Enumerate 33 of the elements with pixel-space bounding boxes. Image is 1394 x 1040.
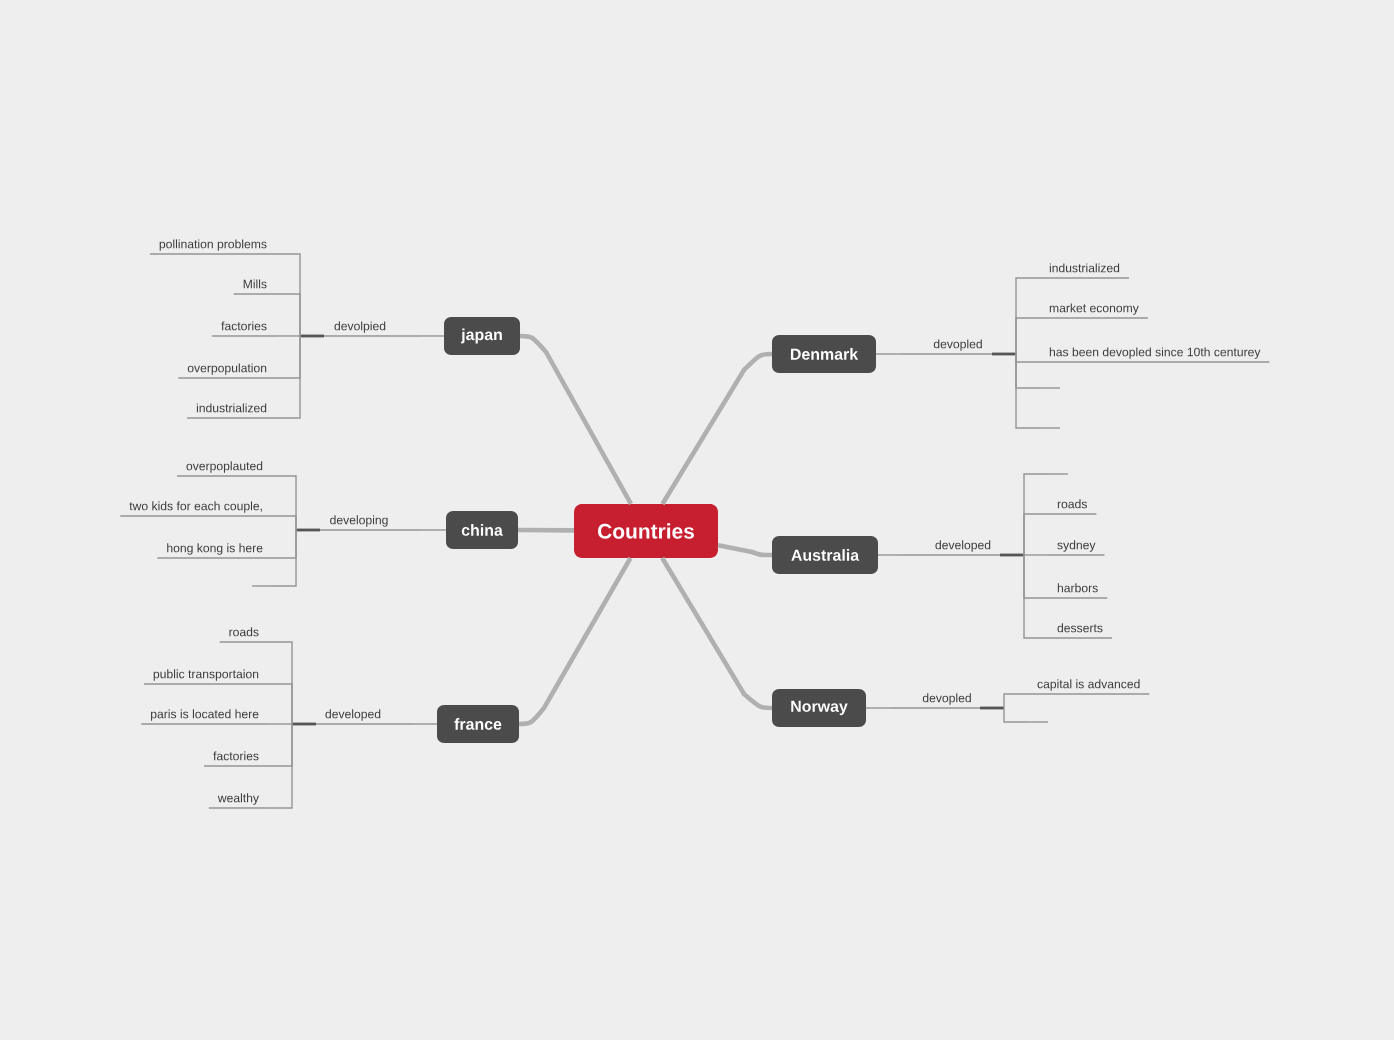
branch-line — [251, 585, 273, 587]
connector-line — [1015, 353, 1041, 429]
branch-line — [1039, 427, 1061, 429]
branch-line — [1047, 473, 1069, 475]
connector-line — [267, 723, 293, 809]
connector-line — [1023, 554, 1049, 556]
connector-line — [271, 529, 297, 587]
connector-line — [267, 723, 293, 725]
curved-connector — [660, 351, 772, 506]
connector-line — [275, 293, 301, 337]
curved-connector — [520, 333, 633, 506]
curved-connector — [519, 556, 633, 727]
connector-line — [518, 527, 575, 533]
connector-line — [275, 335, 301, 337]
curved-connector — [717, 543, 772, 558]
connector-line — [877, 554, 903, 556]
connector-line — [1003, 707, 1029, 723]
connector-line — [1023, 554, 1049, 639]
connector-line — [271, 515, 297, 531]
connector-line — [275, 335, 301, 419]
connector-line — [267, 683, 293, 725]
connector-line — [1003, 693, 1029, 709]
connector-line — [1015, 317, 1041, 355]
connector-line — [413, 723, 438, 725]
connector-line — [1023, 513, 1049, 556]
branch-line — [1039, 387, 1061, 389]
connector-line — [419, 335, 445, 337]
connector-line — [875, 353, 901, 355]
branch-line — [1027, 721, 1049, 723]
central-topic-box: Countries — [574, 504, 718, 558]
connector-line — [421, 529, 447, 531]
connector-line — [865, 707, 891, 709]
curved-connector — [660, 556, 772, 711]
